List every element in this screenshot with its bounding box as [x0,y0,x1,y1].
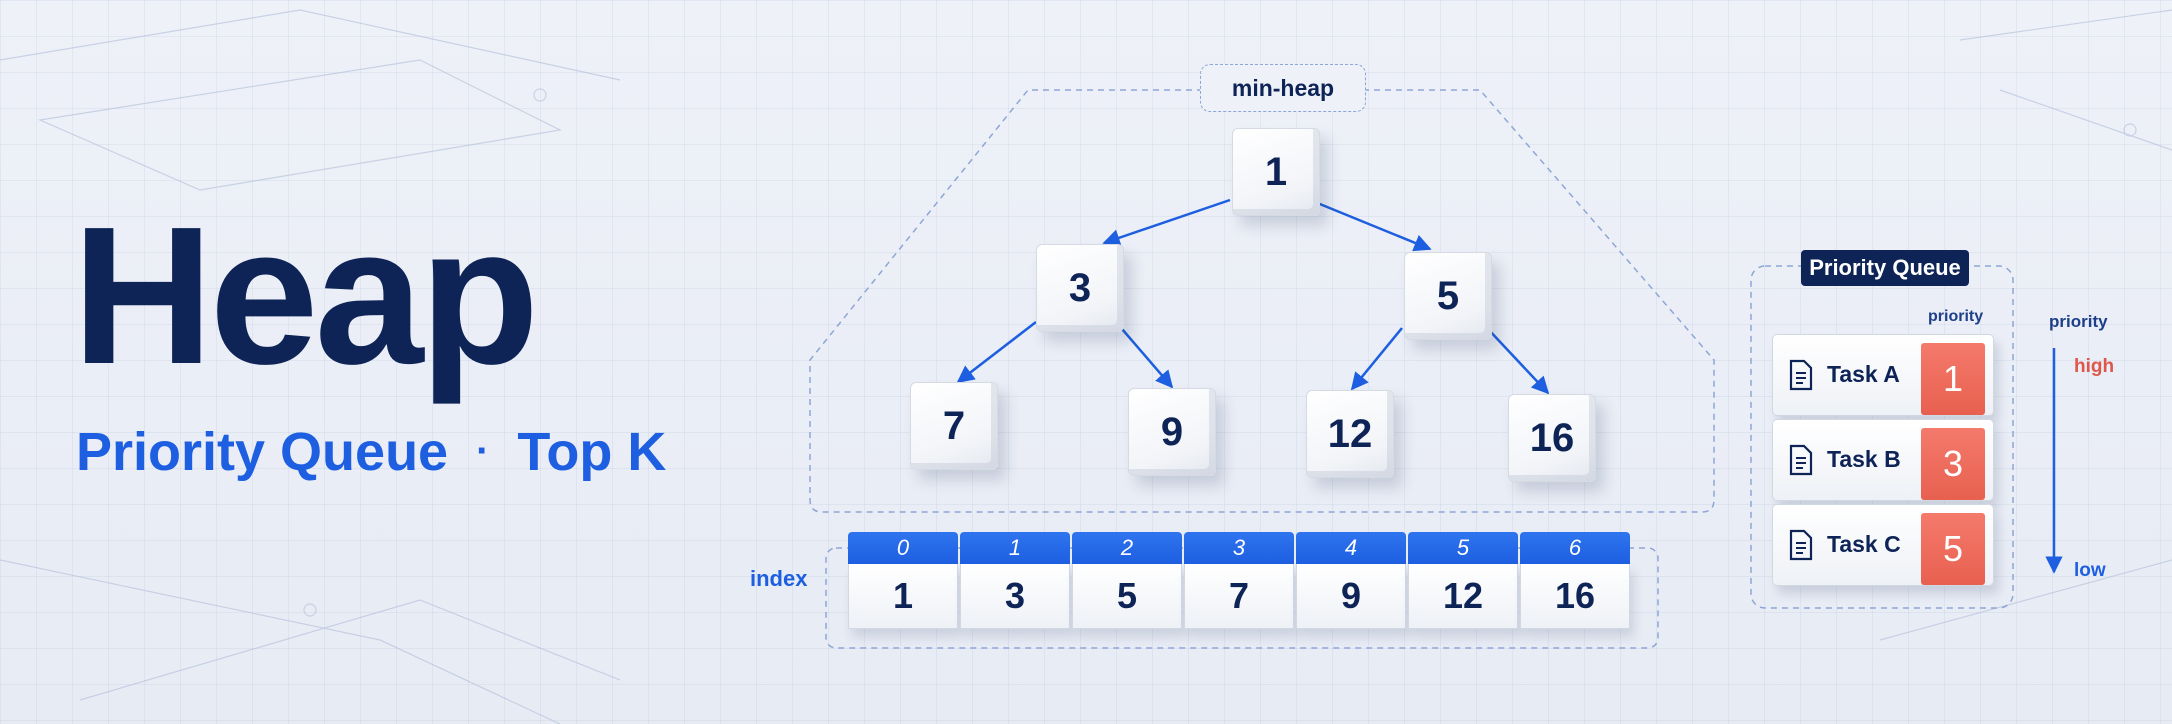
priority-scale-high: high [2074,356,2115,377]
priority-scale-low: low [2074,560,2106,581]
task-priority: 3 [1921,428,1985,500]
edge-3-7 [956,321,1037,384]
document-icon [1789,444,1813,476]
edge-1-3 [1102,198,1231,247]
subtitle-top-k: Top K [517,422,667,482]
heap-node: 12 [1306,390,1394,478]
edge-5-12 [1350,327,1403,391]
priority-scale-label: priority [2049,312,2108,331]
array-cell-index: 1 [960,532,1070,564]
array-cell-value: 5 [1072,564,1182,629]
document-icon [1789,529,1813,561]
heap-node: 3 [1036,244,1124,332]
array-index-label: index [750,566,808,591]
task-item: Task C 5 [1772,504,1994,586]
array-cell-value: 7 [1184,564,1294,629]
array-cell-index: 5 [1408,532,1518,564]
array-cell-value: 12 [1408,564,1518,629]
task-name: Task C [1827,531,1901,557]
heap-region-outline [809,89,1715,513]
heap-node: 9 [1128,388,1216,476]
heap-node: 16 [1508,394,1596,482]
task-item: Task B 3 [1772,419,1994,501]
task-priority: 5 [1921,513,1985,585]
page-title: Heap [72,186,539,405]
subtitle-separator: · [476,429,490,473]
array-cell-index: 0 [848,532,958,564]
array-cell-value: 1 [848,564,958,629]
array-cell-index: 3 [1184,532,1294,564]
heap-node: 5 [1404,252,1492,340]
min-heap-label: min-heap [1200,64,1366,112]
edge-1-5 [1309,198,1432,252]
task-name: Task A [1827,361,1900,387]
heap-node: 1 [1232,128,1320,216]
heap-node: 7 [910,382,998,470]
edge-5-16 [1486,327,1550,395]
priority-queue-region-outline [1750,265,2014,609]
array-cell-value: 3 [960,564,1070,629]
edge-3-9 [1115,321,1174,389]
page-subtitle: Priority Queue · Top K [76,425,666,479]
array-cell-index: 4 [1296,532,1406,564]
document-icon [1789,359,1813,391]
priority-queue-title: Priority Queue [1801,250,1969,286]
task-item: Task A 1 [1772,334,1994,416]
priority-column-label: priority [1928,308,1984,325]
array-cell-index: 2 [1072,532,1182,564]
array-cell-value: 16 [1520,564,1630,629]
subtitle-priority-queue: Priority Queue [76,422,449,482]
task-priority: 1 [1921,343,1985,415]
array-cell-index: 6 [1520,532,1630,564]
task-name: Task B [1827,446,1901,472]
array-cell-value: 9 [1296,564,1406,629]
